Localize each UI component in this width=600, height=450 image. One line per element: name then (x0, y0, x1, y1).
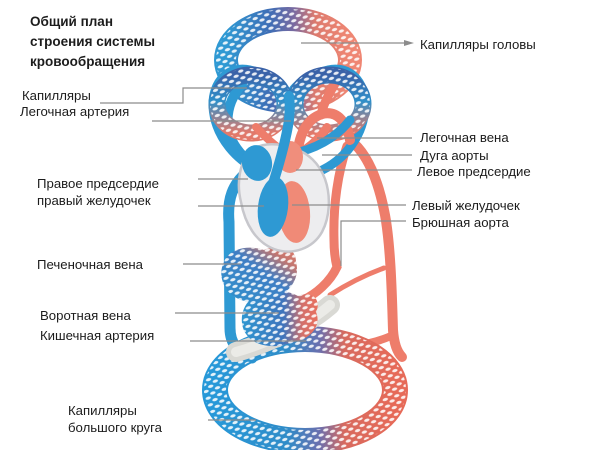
label-pulmonary-vein: Легочная вена (420, 130, 509, 145)
title-line-2: строения системы (30, 34, 155, 49)
heart (237, 141, 331, 253)
label-portal-vein: Воротная вена (40, 308, 131, 323)
title-line-3: кровообращения (30, 54, 146, 69)
page-title: Общий план строения системы кровообращен… (30, 12, 155, 72)
label-pulmonary-artery: Легочная артерия (20, 104, 130, 119)
label-head-capillaries: Капилляры головы (420, 37, 536, 52)
right-atrium-chamber (241, 145, 273, 181)
abdominal-aorta-vessel (298, 141, 352, 305)
label-left-ventricle: Левый желудочек (412, 198, 520, 213)
arrow-right-icon (404, 40, 414, 46)
title-line-1: Общий план (30, 14, 113, 29)
right-ventricle-chamber (257, 177, 289, 237)
label-systemic-capillaries-line2: большого круга (68, 420, 162, 435)
systemic-capillaries-mesh (202, 326, 408, 450)
label-right-ventricle: правый желудочек (37, 193, 151, 208)
intestine-capillaries-mesh (241, 291, 318, 347)
label-intestinal-artery: Кишечная артерия (40, 328, 155, 343)
label-systemic-capillaries-line1: Капилляры (68, 403, 137, 418)
leader-abdominal-aorta (340, 220, 406, 266)
lung-capillaries-right-mesh (286, 66, 372, 142)
label-right-atrium: Правое предсердие (37, 176, 159, 191)
descending-aorta-vessel (345, 135, 407, 362)
leader-capillaries (100, 87, 247, 104)
mesenteric-branch-vessel (327, 265, 387, 298)
pulmonary-trunk-vessel (266, 91, 295, 195)
label-aortic-arch: Дуга аорты (420, 148, 489, 163)
liver-capillaries-mesh (221, 246, 298, 303)
label-left-atrium: Левое предсердие (417, 164, 531, 179)
label-hepatic-vein: Печеночная вена (37, 257, 144, 272)
label-systemic-capillaries: Капилляры большого круга (68, 402, 162, 436)
label-capillaries: Капилляры (22, 88, 91, 103)
label-abdominal-aorta: Брюшная аорта (412, 215, 509, 230)
